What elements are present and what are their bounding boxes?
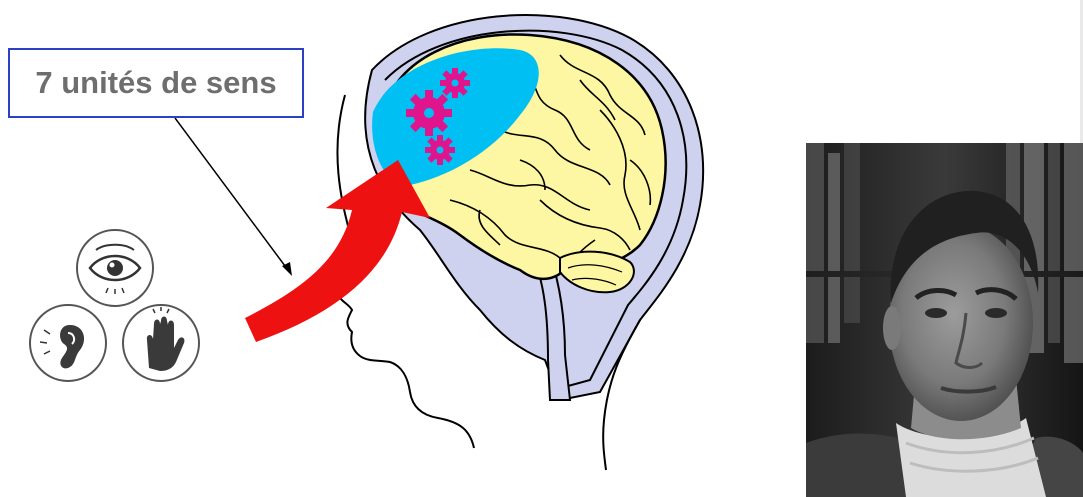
- hand-icon: [123, 305, 199, 381]
- red-arrow: [245, 160, 430, 342]
- portrait-photo: [806, 143, 1083, 497]
- pointer-line: [175, 118, 288, 270]
- label-text: 7 unités de sens: [35, 65, 276, 101]
- ear-icon: [30, 305, 106, 381]
- head-illustration: [337, 15, 703, 470]
- senses-icons: [30, 230, 199, 381]
- eye-icon: [77, 230, 153, 306]
- label-box: 7 unités de sens: [8, 48, 304, 118]
- portrait-image: [806, 143, 1083, 497]
